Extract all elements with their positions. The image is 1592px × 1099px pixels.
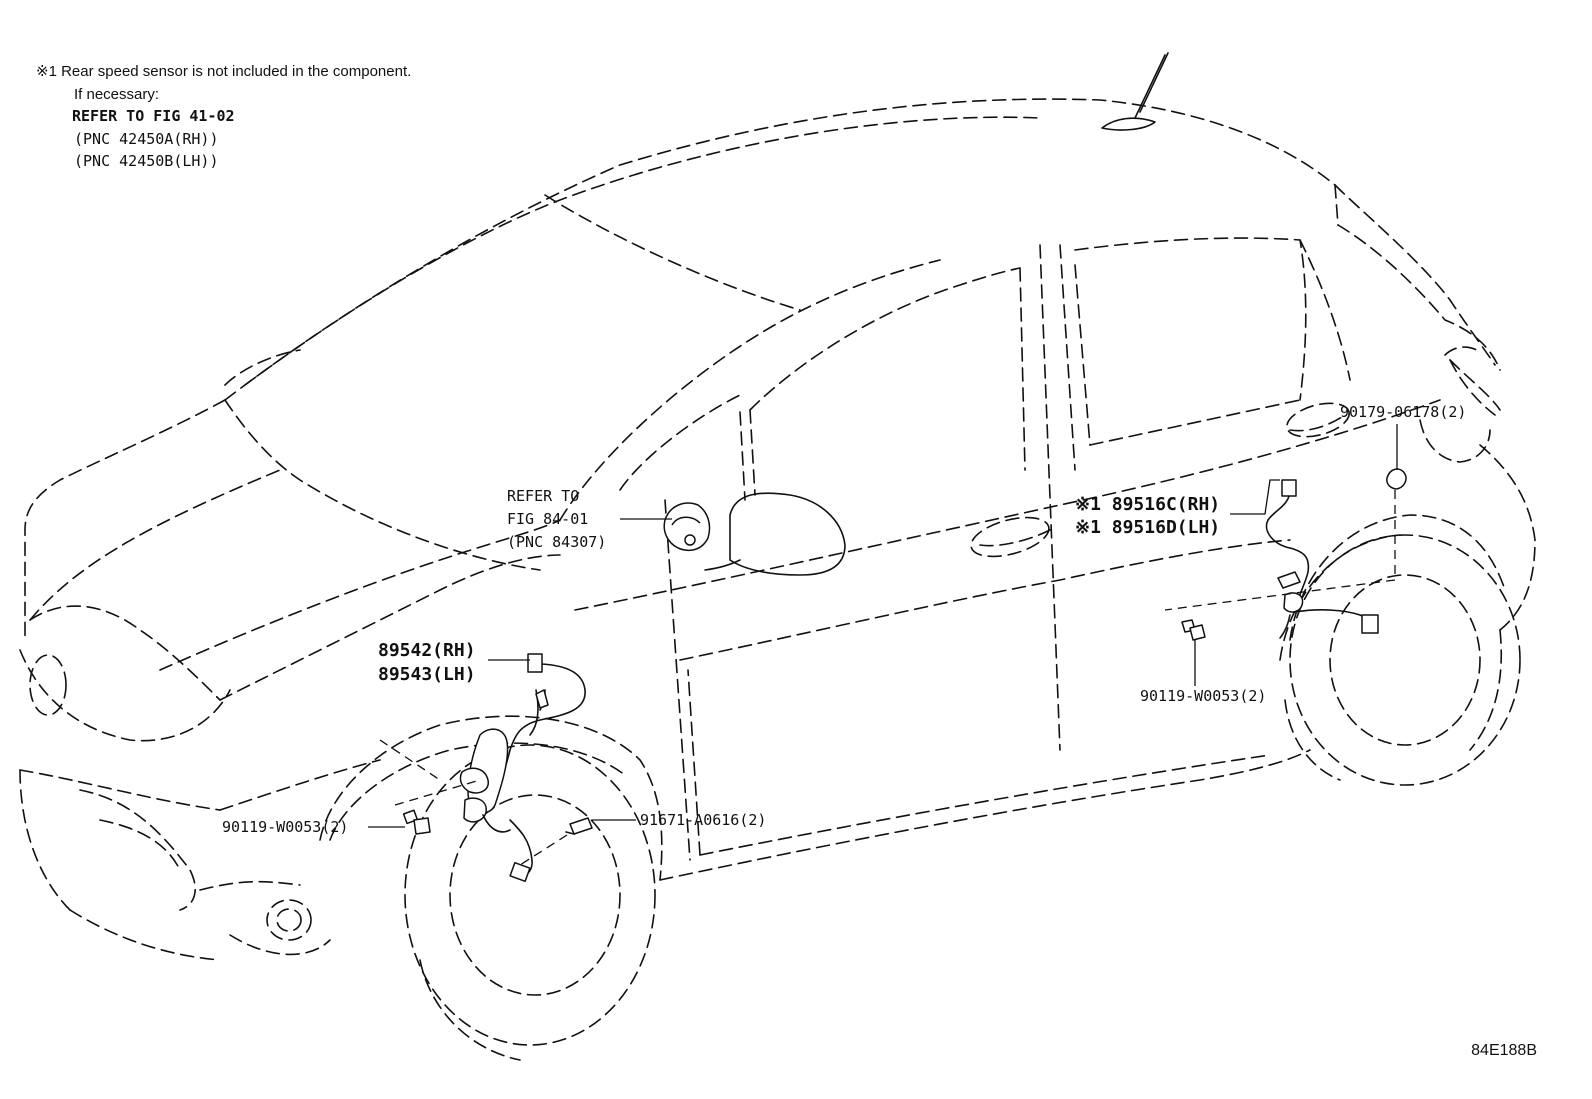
rear-sensor-lh-label: ※1 89516D(LH) (1075, 517, 1220, 538)
rear-speed-sensor-part (1265, 479, 1379, 639)
clip-rear-part (1386, 468, 1407, 490)
note-block: ※1 Rear speed sensor is not included in … (36, 63, 411, 170)
front-sensor-lh-label: 89543(LH) (378, 664, 476, 685)
clip-rear-label: 90179-06178(2) (1340, 403, 1466, 421)
note-line-2: If necessary: (74, 86, 159, 103)
bolt-rear-label: 90119-W0053(2) (1140, 687, 1266, 705)
yaw-rate-sensor-part (663, 502, 711, 551)
refer-fig-84-line3: (PNC 84307) (507, 533, 606, 551)
note-line-4: (PNC 42450A(RH)) (74, 130, 219, 148)
refer-fig-84-line2: FIG 84-01 (507, 510, 588, 528)
refer-fig-84-line1: REFER TO (507, 487, 579, 505)
bolt-front-part (402, 809, 431, 835)
bolt-rear-part (1181, 619, 1206, 641)
front-sensor-rh-label: 89542(RH) (378, 640, 476, 661)
note-line-3: REFER TO FIG 41-02 (72, 107, 235, 125)
bolt-front-hub-part (565, 817, 593, 835)
leader-lines (368, 424, 1398, 866)
bolt-front-label: 90119-W0053(2) (222, 818, 348, 836)
car-body-outline (19, 52, 1536, 1061)
front-speed-sensor-part (459, 653, 586, 883)
rear-sensor-rh-label: ※1 89516C(RH) (1075, 494, 1220, 515)
callouts: REFER TO FIG 84-01 (PNC 84307) 89542(RH)… (222, 403, 1466, 836)
note-line-1: ※1 Rear speed sensor is not included in … (36, 63, 411, 80)
bolt-front-hub-label: 91671-A0616(2) (640, 811, 766, 829)
note-line-5: (PNC 42450B(LH)) (74, 152, 219, 170)
figure-id: 84E188B (1471, 1042, 1537, 1059)
